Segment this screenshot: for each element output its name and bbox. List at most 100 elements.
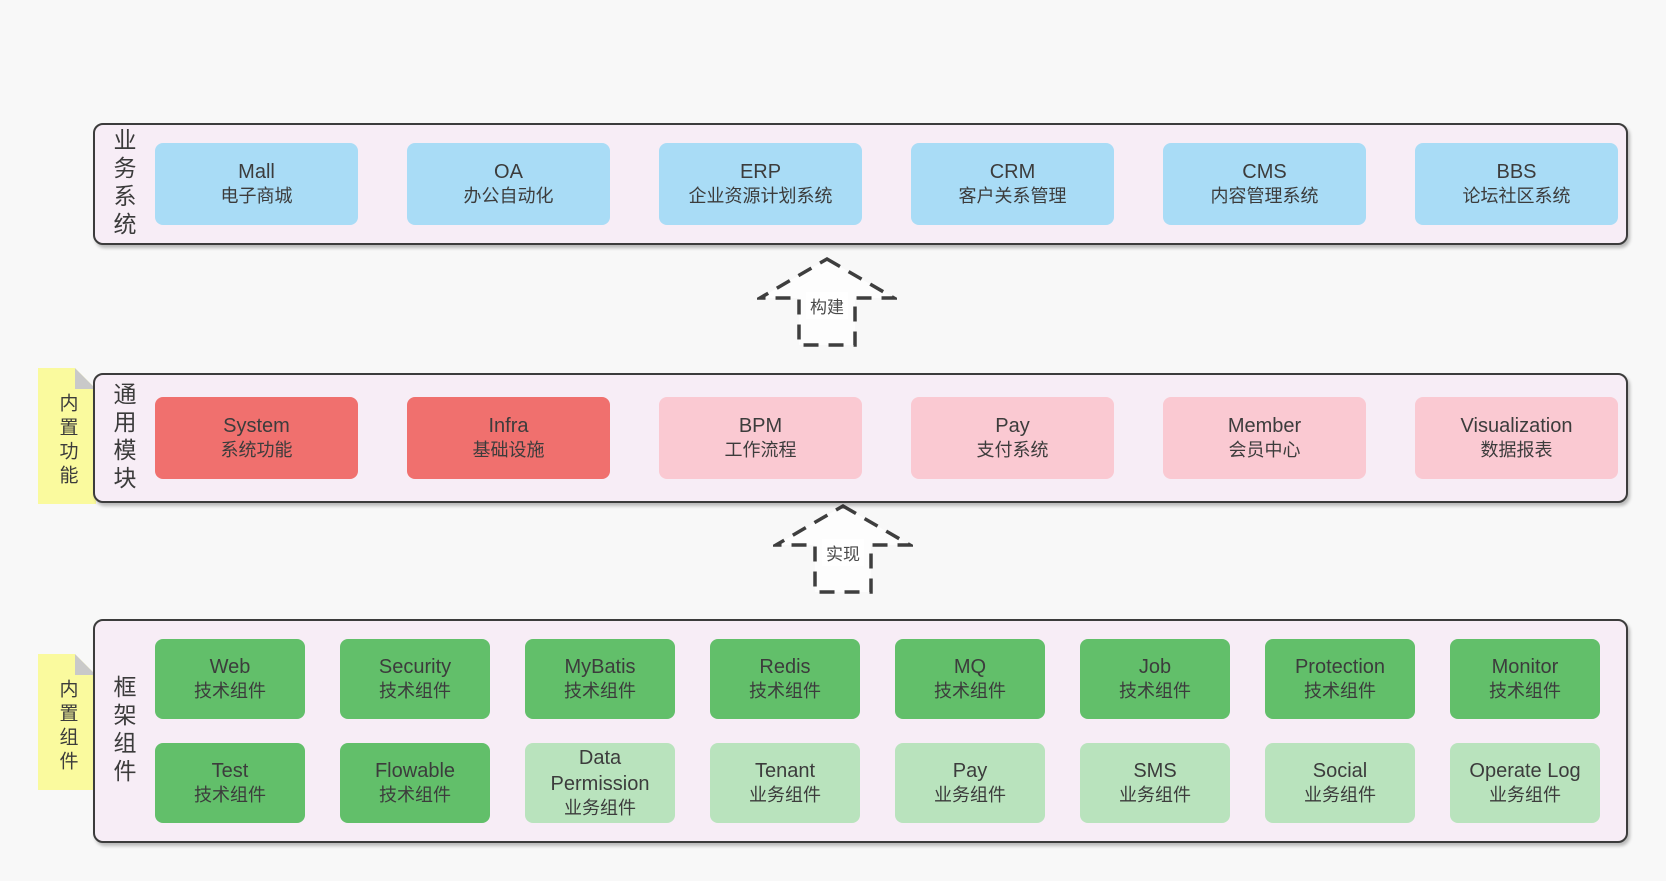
box-name: Monitor	[1491, 656, 1559, 679]
panel-rows: Mall 电子商城 OA 办公自动化 ERP 企业资源计划系统 CRM	[155, 125, 1630, 243]
sticky-note-label: 内置功能	[56, 393, 78, 489]
box-description: 系统功能	[220, 440, 293, 461]
box-description: 会员中心	[1228, 440, 1301, 461]
diagram-box: Web 技术组件	[155, 639, 305, 719]
sticky-note-label: 内置组件	[56, 679, 78, 775]
diagram-box: Mall 电子商城	[155, 143, 358, 225]
box-description: 内容管理系统	[1210, 186, 1319, 207]
box-name: Protection	[1294, 656, 1386, 679]
box-description: 业务组件	[564, 798, 636, 819]
box-description: 技术组件	[934, 681, 1006, 702]
panel-framework-components: 框架组件 Web 技术组件 Security 技术组件 MyBatis	[93, 619, 1628, 843]
box-name: Mall	[238, 161, 275, 184]
box-name: MyBatis	[564, 656, 636, 679]
box-description: 技术组件	[749, 681, 821, 702]
box-name: BPM	[738, 415, 783, 438]
diagram-box: OA 办公自动化	[407, 143, 610, 225]
box-description: 技术组件	[379, 785, 451, 806]
diagram-box: Job 技术组件	[1080, 639, 1230, 719]
diagram-box: Member 会员中心	[1163, 397, 1366, 479]
box-description: 技术组件	[1304, 681, 1376, 702]
box-description: 基础设施	[472, 440, 545, 461]
box-name: ERP	[739, 161, 782, 184]
box-description: 技术组件	[194, 785, 266, 806]
arrow-label-build: 构建	[806, 292, 848, 319]
diagram-box: Infra 基础设施	[407, 397, 610, 479]
diagram-box: SMS 业务组件	[1080, 743, 1230, 823]
sticky-note-built-in-components: 内置组件	[38, 654, 96, 790]
panel-rows: System 系统功能 Infra 基础设施 BPM 工作流程 Pay	[155, 375, 1630, 501]
diagram-box: Pay 业务组件	[895, 743, 1045, 823]
box-description: 技术组件	[379, 681, 451, 702]
arrow-label-implement: 实现	[822, 539, 864, 566]
diagram-box: Data Permission 业务组件	[525, 743, 675, 823]
box-name: Job	[1138, 656, 1172, 679]
box-row: Web 技术组件 Security 技术组件 MyBatis 技术组件	[155, 639, 1614, 719]
box-description: 业务组件	[1304, 785, 1376, 806]
box-name: Pay	[952, 760, 988, 783]
diagram-box: Protection 技术组件	[1265, 639, 1415, 719]
box-name: MQ	[953, 656, 987, 679]
diagram-box: Flowable 技术组件	[340, 743, 490, 823]
diagram-box: Tenant 业务组件	[710, 743, 860, 823]
box-name: SMS	[1133, 760, 1177, 783]
diagram-box: Pay 支付系统	[911, 397, 1114, 479]
box-description: 支付系统	[976, 440, 1049, 461]
box-description: 企业资源计划系统	[688, 186, 833, 207]
box-name: Operate Log	[1469, 760, 1581, 783]
box-description: 业务组件	[1489, 785, 1561, 806]
box-name: Social	[1312, 760, 1368, 783]
panel-side-label: 框架组件	[110, 675, 136, 787]
box-row: System 系统功能 Infra 基础设施 BPM 工作流程 Pay	[155, 397, 1618, 479]
box-name: Data Permission	[550, 747, 650, 796]
diagram-box: Social 业务组件	[1265, 743, 1415, 823]
box-name: OA	[494, 161, 523, 184]
diagram-box: CMS 内容管理系统	[1163, 143, 1366, 225]
box-name: Infra	[488, 415, 529, 438]
box-name: Security	[378, 656, 452, 679]
diagram-box: Redis 技术组件	[710, 639, 860, 719]
diagram-box: Operate Log 业务组件	[1450, 743, 1600, 823]
sticky-note-built-in-features: 内置功能	[38, 368, 96, 504]
box-description: 技术组件	[194, 681, 266, 702]
box-name: Visualization	[1460, 415, 1573, 438]
box-row: Mall 电子商城 OA 办公自动化 ERP 企业资源计划系统 CRM	[155, 143, 1618, 225]
box-name: Flowable	[374, 760, 456, 783]
diagram-box: BPM 工作流程	[659, 397, 862, 479]
panel-rows: Web 技术组件 Security 技术组件 MyBatis 技术组件	[155, 621, 1626, 841]
diagram-box: CRM 客户关系管理	[911, 143, 1114, 225]
box-name: Redis	[759, 656, 811, 679]
build-arrow: 构建	[757, 256, 897, 348]
panel-side-label: 业务系统	[110, 128, 136, 240]
box-description: 技术组件	[1489, 681, 1561, 702]
box-name: BBS	[1496, 161, 1537, 184]
box-name: Tenant	[754, 760, 816, 783]
diagram-box: MQ 技术组件	[895, 639, 1045, 719]
box-name: Pay	[995, 415, 1030, 438]
box-description: 业务组件	[749, 785, 821, 806]
panel-side-label: 通用模块	[110, 382, 136, 494]
panel-business-systems: 业务系统 Mall 电子商城 OA 办公自动化 ERP	[93, 123, 1628, 245]
box-description: 技术组件	[564, 681, 636, 702]
diagram-box: BBS 论坛社区系统	[1415, 143, 1618, 225]
diagram-box: Security 技术组件	[340, 639, 490, 719]
box-description: 业务组件	[934, 785, 1006, 806]
box-name: Member	[1227, 415, 1302, 438]
implement-arrow: 实现	[773, 503, 913, 595]
box-description: 客户关系管理	[958, 186, 1067, 207]
box-row: Test 技术组件 Flowable 技术组件 Data Permission …	[155, 743, 1614, 823]
box-description: 电子商城	[220, 186, 293, 207]
box-description: 办公自动化	[463, 186, 554, 207]
box-description: 技术组件	[1119, 681, 1191, 702]
box-name: System	[223, 415, 290, 438]
box-description: 业务组件	[1119, 785, 1191, 806]
diagram-box: Visualization 数据报表	[1415, 397, 1618, 479]
diagram-box: Monitor 技术组件	[1450, 639, 1600, 719]
diagram-box: System 系统功能	[155, 397, 358, 479]
box-description: 数据报表	[1480, 440, 1553, 461]
box-name: CMS	[1242, 161, 1287, 184]
box-name: CRM	[989, 161, 1036, 184]
panel-common-modules: 通用模块 System 系统功能 Infra 基础设施 BPM	[93, 373, 1628, 503]
diagram-box: MyBatis 技术组件	[525, 639, 675, 719]
